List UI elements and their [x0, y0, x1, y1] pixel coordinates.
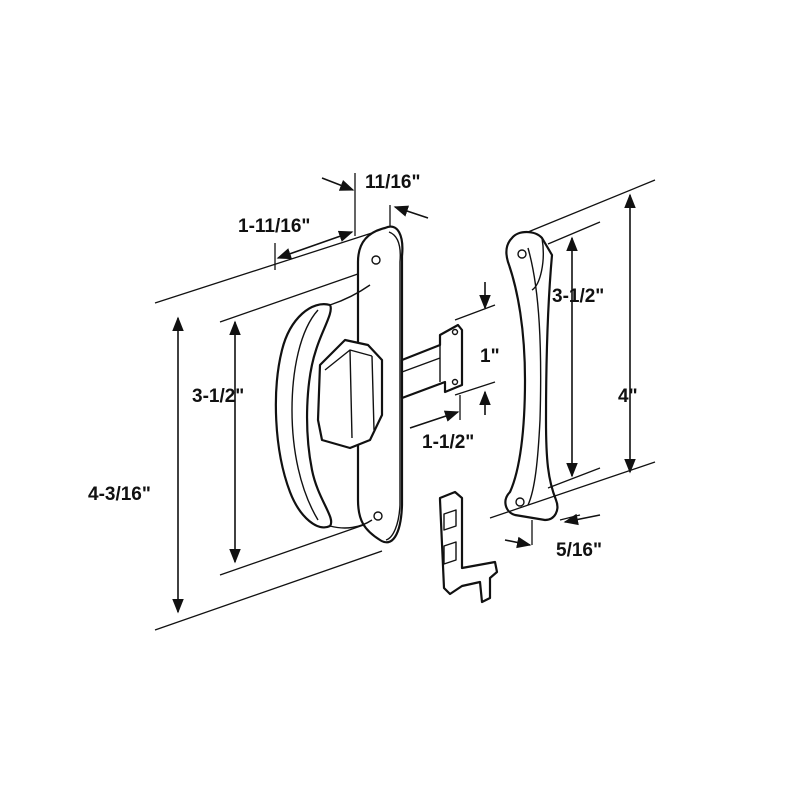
latch-lever-handle [274, 303, 333, 529]
label-pull-hole-spacing: 3-1/2" [552, 286, 604, 307]
label-plate-height: 4-3/16" [88, 484, 151, 505]
pull-handle [504, 230, 559, 522]
dimension-arrows [172, 177, 636, 614]
keeper-bracket [438, 490, 499, 604]
latch-handle-assembly [274, 225, 464, 544]
label-pull-height: 4" [618, 386, 638, 407]
label-pull-depth: 5/16" [556, 540, 602, 561]
label-tab-length: 1-1/2" [422, 432, 474, 453]
latch-hub [316, 338, 384, 450]
label-handle-projection: 1-11/16" [238, 216, 310, 237]
label-handle-hole-spacing: 3-1/2" [192, 386, 244, 407]
label-tab-height: 1" [480, 346, 500, 367]
label-plate-depth: 11/16" [365, 172, 421, 193]
